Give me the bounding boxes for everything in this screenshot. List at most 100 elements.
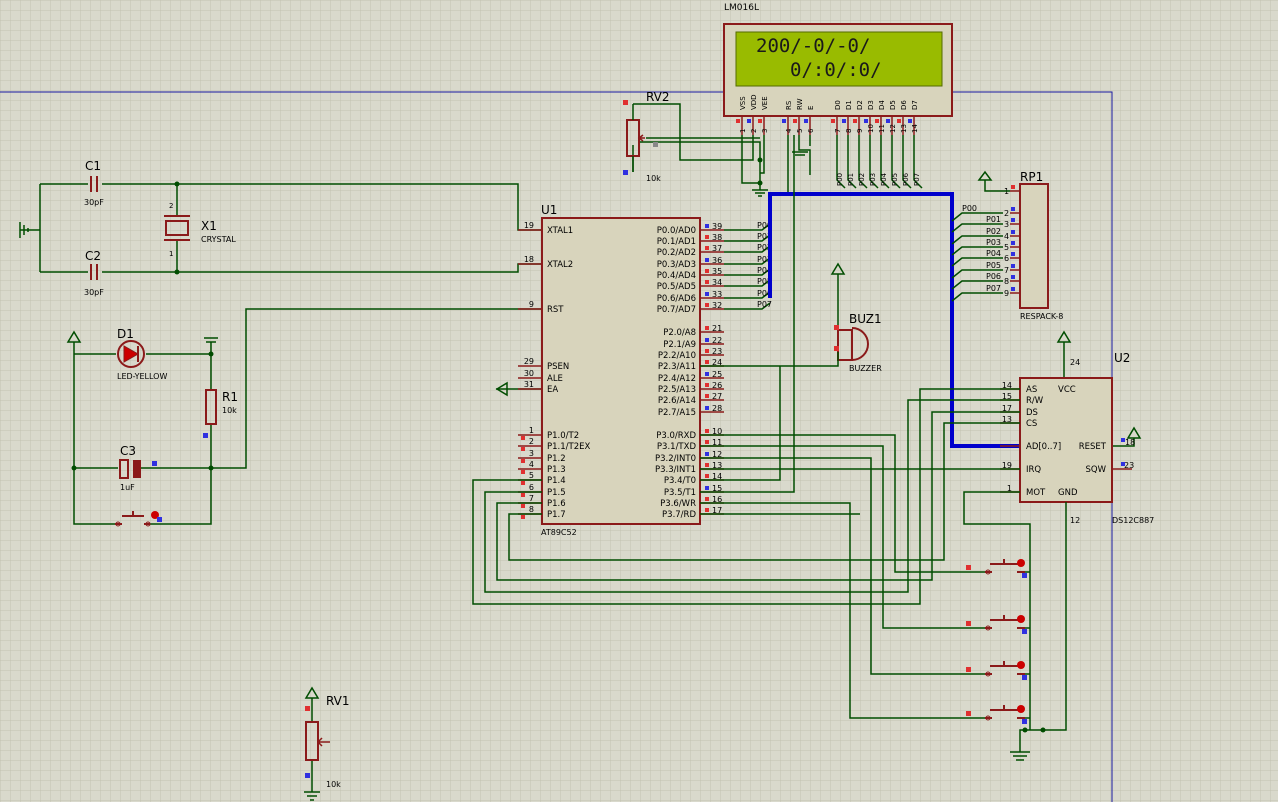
u1-pin-marker: [705, 497, 709, 501]
x1-pin2: 2: [169, 202, 173, 210]
rp1-pin-marker: [1011, 241, 1015, 245]
push-button[interactable]: [966, 615, 1027, 634]
rp1-bus-wire: [951, 246, 1003, 256]
buz1-value: BUZZER: [849, 364, 882, 373]
u1-pin-name: P3.7/RD: [662, 510, 696, 520]
u1-pin-num: 30: [524, 369, 534, 378]
u1-pin-name: XTAL2: [547, 260, 573, 270]
lcd-data-wire: [869, 135, 879, 189]
rp1-pin-num: 6: [1004, 254, 1009, 263]
u1-pin-num: 35: [712, 267, 722, 276]
rp1-label: P06: [986, 272, 1001, 281]
u1-pin-num: 1: [529, 426, 534, 435]
capacitor-c1[interactable]: C1 30pF: [84, 159, 104, 207]
lcd-wires: [632, 103, 811, 195]
u1-pin-name: P3.3/INT1: [655, 465, 696, 475]
lcd-pin-name: D3: [867, 100, 875, 110]
lcd-bus-label: P03: [869, 173, 877, 186]
u2-pin-marker: [1121, 462, 1125, 466]
u1-pin-num: 33: [712, 290, 722, 299]
resistor-r1[interactable]: R1 10k: [203, 389, 238, 438]
lcd-bus-label: P06: [902, 172, 910, 186]
lcd-pin-name: VDD: [750, 94, 758, 110]
rp1-pin-num: 7: [1004, 266, 1009, 275]
lcd-data-wire: [847, 135, 857, 189]
u1-bus-wire: [724, 245, 771, 253]
u1-pin-name: P0.5/AD5: [657, 282, 696, 292]
lcd-module[interactable]: LM016L 200/-0/-0/ 0/:0/:0/ VSS1VDD2VEE3R…: [723, 3, 953, 189]
u1-bus-label: P03: [757, 255, 772, 264]
u1-pin-num: 2: [529, 437, 534, 446]
push-button[interactable]: [966, 705, 1027, 724]
respack-rp1[interactable]: RP1 RESPACK-8 12P003P014P025P036P047P058…: [951, 170, 1063, 321]
capacitor-c2[interactable]: C2 30pF: [84, 249, 104, 297]
lcd-pin-marker: [747, 119, 751, 123]
lcd-pin-marker: [875, 119, 879, 123]
u2-pin-name: AD[0..7]: [1026, 442, 1061, 452]
rp1-value: RESPACK-8: [1020, 312, 1063, 321]
rp1-bus-wire: [951, 280, 1003, 290]
u1-pin-num: 22: [712, 336, 722, 345]
u1-pin-marker: [521, 481, 525, 485]
u1-pin-name: P3.0/RXD: [656, 431, 696, 441]
u1-bus-wire: [724, 268, 771, 276]
u1-pin-num: 21: [712, 324, 722, 333]
u1-pin-name: P0.7/AD7: [657, 305, 696, 315]
u1-bus-label: P05: [757, 277, 772, 286]
r1-ref: R1: [222, 390, 238, 404]
u2-pin-name: AS: [1026, 385, 1037, 395]
u2-pin-name: CS: [1026, 419, 1037, 429]
u1-pin-num: 11: [712, 438, 722, 447]
crystal-x1[interactable]: X1 2 1 CRYSTAL: [164, 202, 236, 258]
u1-pin-marker: [521, 459, 525, 463]
u2-pin-num: 23: [1124, 461, 1134, 470]
u1-bus-wire: [724, 291, 771, 299]
u1-pin-num: 26: [712, 381, 722, 390]
u1-pin-marker: [521, 504, 525, 508]
push-button[interactable]: [966, 559, 1027, 578]
u1-pin-num: 38: [712, 233, 722, 242]
u2-pin-marker: [1121, 438, 1125, 442]
lcd-pin-marker: [736, 119, 740, 123]
capacitor-c3[interactable]: C3 1uF: [119, 444, 157, 492]
u1-pin-name: P2.0/A8: [663, 328, 696, 338]
lcd-part-label: LM016L: [724, 3, 759, 13]
lcd-pin-marker: [793, 119, 797, 123]
rv1-potentiometer[interactable]: RV1 10k: [304, 694, 350, 801]
u2-ref: U2: [1114, 351, 1130, 365]
u1-pin-marker: [705, 303, 709, 307]
lcd-line-1: 200/-0/-0/: [756, 35, 870, 57]
lcd-pin-name: RS: [785, 100, 793, 110]
mcu-u1[interactable]: U1 AT89C52 19XTAL118XTAL29RST29PSEN30ALE…: [518, 203, 724, 537]
u2-pin-num: 15: [1002, 392, 1012, 401]
u1-pin-num: 28: [712, 404, 722, 413]
led-d1[interactable]: D1 LED-YELLOW: [117, 327, 167, 381]
lcd-pin-num: 3: [761, 129, 769, 133]
lcd-pin-marker: [908, 119, 912, 123]
lcd-pin-name: D4: [878, 100, 886, 110]
rp1-pin-marker: [1011, 218, 1015, 222]
lcd-pin-num: 4: [785, 128, 793, 133]
rp1-pin-marker: [1011, 207, 1015, 211]
push-button[interactable]: [966, 661, 1027, 680]
u1-bus-label: P07: [757, 300, 772, 309]
u1-pin-name: P0.3/AD3: [657, 260, 696, 270]
reset-button[interactable]: [115, 511, 162, 527]
u1-pin-name: P1.7: [547, 510, 566, 520]
u1-pin-name: EA: [547, 385, 558, 395]
lcd-pin-name: D0: [834, 100, 842, 110]
u1-pin-num: 31: [524, 380, 534, 389]
u2-pin-name: RESET: [1079, 442, 1107, 452]
lcd-pin-name: D6: [900, 100, 908, 110]
c3-value: 1uF: [120, 483, 135, 492]
u1-pin-marker: [705, 406, 709, 410]
u1-pin-num: 3: [529, 449, 534, 458]
u1-pin-name: XTAL1: [547, 226, 573, 236]
lcd-pin-name: RW: [796, 98, 804, 110]
lcd-pin-num: 8: [845, 129, 853, 133]
buzzer-buz1[interactable]: BUZ1 BUZZER: [834, 312, 882, 373]
rp1-pin-marker: [1011, 252, 1015, 256]
rv2-potentiometer[interactable]: RV2 10k: [623, 90, 670, 183]
lcd-bus-label: P02: [858, 173, 866, 186]
